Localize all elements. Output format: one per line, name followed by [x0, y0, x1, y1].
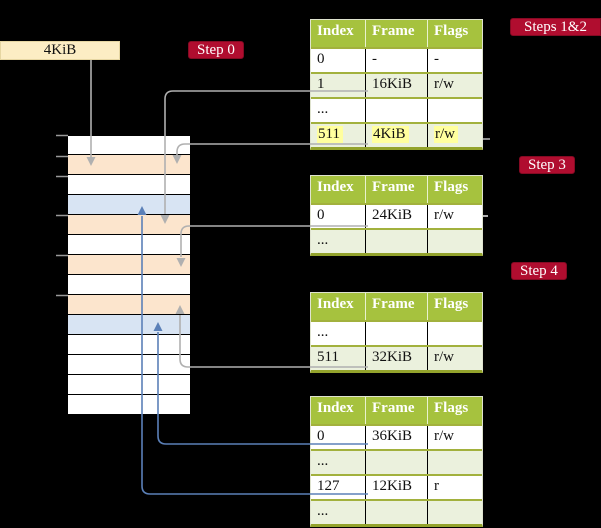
table-cell: 127 [311, 476, 366, 499]
table-cell [428, 501, 482, 524]
table-cell: 12KiB [366, 476, 428, 499]
memory-row-6-white [68, 235, 190, 255]
steps-1-2-badge: Steps 1&2 [510, 18, 601, 36]
memory-row-1-white [68, 135, 190, 155]
table-cell [366, 322, 428, 345]
table-row: ... [311, 97, 482, 122]
table-cell: 4KiB [366, 124, 428, 147]
table-cell: r/w [434, 349, 454, 365]
column-header-flags: Flags [434, 23, 469, 39]
column-header-index: Index [311, 293, 366, 320]
table-row: 0-- [311, 47, 482, 72]
table-cell: 36KiB [366, 426, 428, 449]
table-cell: 511 [311, 347, 366, 370]
column-header-frame: Frame [366, 293, 428, 320]
frame-size-box: 4KiB [0, 41, 120, 60]
table-cell: 0 [311, 426, 366, 449]
memory-row-14-white [68, 395, 190, 415]
table-cell: 24KiB [366, 205, 428, 228]
table-cell [366, 451, 428, 474]
table-cell: ... [311, 501, 366, 524]
table-cell: ... [311, 230, 366, 253]
table-cell: r/w [434, 428, 454, 444]
memory-row-13-white [68, 375, 190, 395]
table-row: ... [311, 449, 482, 474]
table-cell: r/w [428, 124, 482, 147]
column-header-index: Index [311, 20, 366, 47]
memory-row-11-white [68, 335, 190, 355]
column-header-index: Index [311, 397, 366, 424]
column-header-flags: Flags [434, 400, 469, 416]
highlighted-value: 511 [317, 126, 343, 143]
column-header-frame: Frame [366, 397, 428, 424]
highlighted-value: r/w [434, 126, 458, 143]
frame-size-label: 4KiB [43, 42, 77, 58]
step-3-badge: Step 3 [519, 156, 575, 174]
column-header-index: Index [311, 176, 366, 203]
table-row: ... [311, 499, 482, 524]
table-cell: 16KiB [366, 74, 428, 97]
step-4-badge: Step 4 [511, 262, 567, 280]
table-row: ... [311, 320, 482, 345]
table-cell [428, 451, 482, 474]
column-header-flags: Flags [434, 296, 469, 312]
memory-row-3-white [68, 175, 190, 195]
table-cell [366, 230, 428, 253]
memory-row-7-peach [68, 255, 190, 275]
table-cell: 32KiB [366, 347, 428, 370]
physical-memory-stack [68, 135, 190, 415]
table-cell: r/w [434, 76, 454, 92]
memory-row-10-blue [68, 315, 190, 335]
memory-row-5-peach [68, 215, 190, 235]
column-header-flags: Flags [434, 179, 469, 195]
table-cell: ... [311, 451, 366, 474]
table-cell: 511 [311, 124, 366, 147]
memory-row-12-white [68, 355, 190, 375]
table-cell: 0 [311, 205, 366, 228]
table-cell [366, 501, 428, 524]
column-header-frame: Frame [366, 20, 428, 47]
table-cell: ... [311, 99, 366, 122]
table-cell [366, 99, 428, 122]
table-cell [428, 230, 482, 253]
table-row: ... [311, 228, 482, 253]
memory-tick-marks [56, 134, 68, 297]
table-row: 511 4KiB r/w [311, 122, 482, 147]
table-cell: r [434, 478, 439, 494]
table-cell: 1 [311, 74, 366, 97]
memory-row-2-peach [68, 155, 190, 175]
memory-row-9-peach [68, 295, 190, 315]
memory-row-4-blue [68, 195, 190, 215]
table-cell: - [366, 49, 428, 72]
table-cell: ... [311, 322, 366, 345]
memory-row-8-white [68, 275, 190, 295]
table-cell [428, 99, 482, 122]
column-header-frame: Frame [366, 176, 428, 203]
table-cell: - [434, 51, 439, 67]
step-0-badge: Step 0 [188, 41, 244, 59]
table-cell: 0 [311, 49, 366, 72]
table-cell [428, 322, 482, 345]
highlighted-value: 4KiB [372, 126, 409, 143]
table-cell: r/w [434, 207, 454, 223]
